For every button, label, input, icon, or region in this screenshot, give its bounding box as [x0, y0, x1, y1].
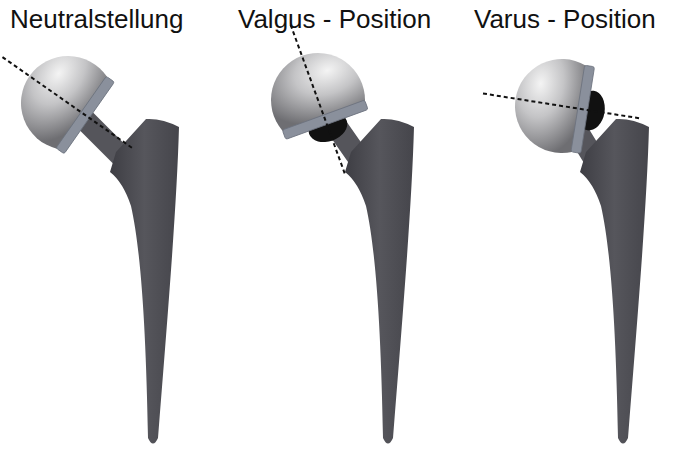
- hip-prosthesis: [483, 52, 649, 443]
- axis-line: [2, 57, 133, 149]
- position-label: Varus - Position: [474, 4, 656, 34]
- prosthesis-head: [3, 38, 117, 157]
- axis-line: [483, 93, 641, 118]
- axis-line: [291, 25, 346, 175]
- hip-prosthesis: [258, 25, 414, 444]
- prosthesis-stem: [110, 119, 179, 444]
- position-label: Valgus - Position: [238, 4, 431, 34]
- prosthesis-stem: [345, 119, 414, 444]
- position-label: Neutralstellung: [10, 4, 183, 34]
- prosthesis-stem: [580, 119, 649, 444]
- hip-prosthesis: [2, 38, 179, 444]
